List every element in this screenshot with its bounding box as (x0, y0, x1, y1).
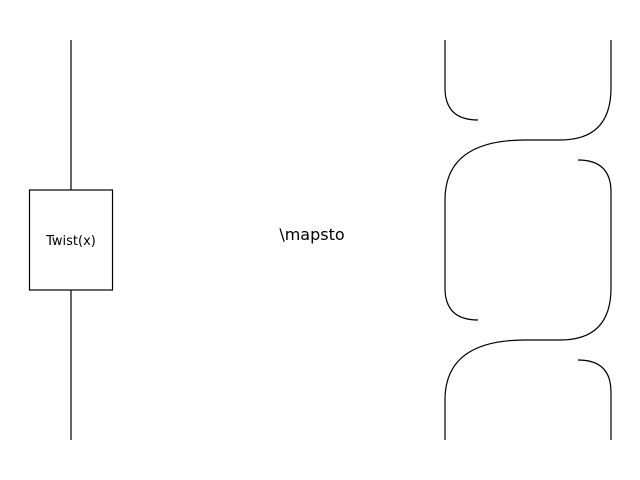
twist-box-label: Twist(x) (45, 234, 96, 249)
ribbon-over-strand-1 (444, 40, 612, 321)
mapsto-symbol: \mapsto (279, 225, 344, 244)
left-strand-group: Twist(x) (28, 40, 114, 440)
ribbon-left-top-segment (444, 40, 479, 121)
ribbon-right-bottom-segment (577, 359, 612, 440)
ribbon-over-strand-2 (444, 159, 612, 440)
twisted-ribbon-group (444, 40, 612, 440)
